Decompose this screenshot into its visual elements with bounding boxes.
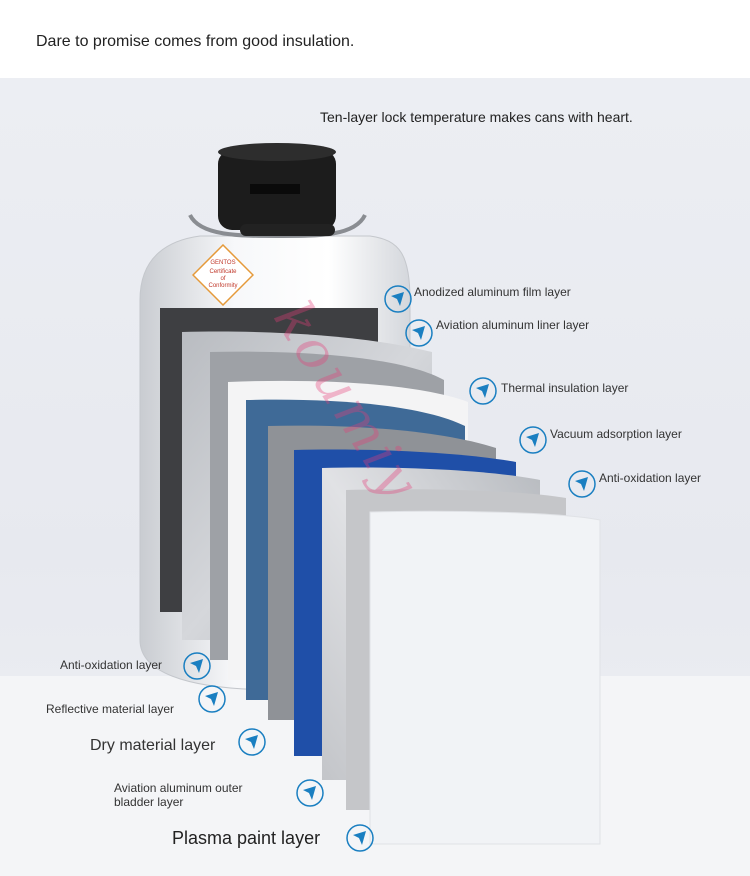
arrow-icon	[183, 652, 211, 680]
certificate-line3: Conformity	[208, 283, 238, 289]
arrow-icon	[198, 685, 226, 713]
tagline: Ten-layer lock temperature makes cans wi…	[320, 109, 633, 125]
label-aluminum-liner: Aviation aluminum liner layer	[436, 318, 590, 332]
label-outer-bladder: Aviation aluminum outer bladder layer	[114, 781, 243, 809]
label-dry-material: Dry material layer	[90, 737, 216, 754]
header-banner: Dare to promise comes from good insulati…	[0, 0, 750, 78]
label-plasma-paint: Plasma paint layer	[172, 828, 321, 848]
label-anti-oxidation-right: Anti-oxidation layer	[599, 471, 702, 485]
label-reflective: Reflective material layer	[46, 702, 175, 716]
label-anti-oxidation-left: Anti-oxidation layer	[60, 658, 163, 672]
header-text: Dare to promise comes from good insulati…	[36, 33, 355, 50]
certificate-tag: GENTOS Certificate of Conformity	[191, 243, 255, 307]
label-vacuum-adsorption: Vacuum adsorption layer	[550, 427, 682, 441]
arrow-icon	[519, 426, 547, 454]
layer-plasma-paint	[369, 510, 601, 845]
label-anodized-film: Anodized aluminum film layer	[414, 285, 571, 299]
label-thermal-insulation: Thermal insulation layer	[501, 381, 629, 395]
arrow-icon	[238, 728, 266, 756]
arrow-icon	[469, 377, 497, 405]
arrow-icon	[405, 319, 433, 347]
arrow-icon	[384, 285, 412, 313]
certificate-line2: of	[220, 276, 226, 282]
certificate-line1: Certificate	[209, 269, 237, 275]
arrow-icon	[346, 824, 374, 852]
certificate-brand: GENTOS	[210, 260, 236, 266]
arrow-icon	[568, 470, 596, 498]
arrow-icon	[296, 779, 324, 807]
